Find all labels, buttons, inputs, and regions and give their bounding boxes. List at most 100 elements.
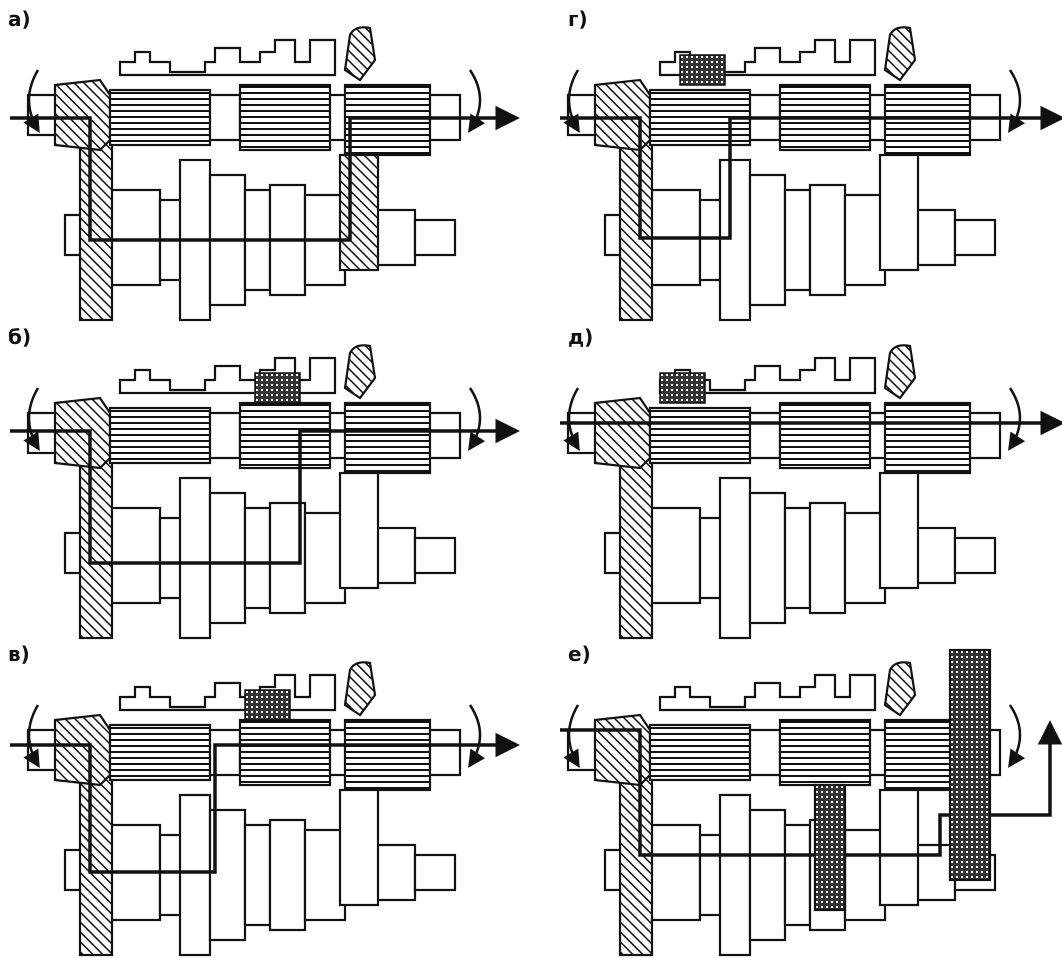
panel-b: б) <box>8 325 520 640</box>
countershaft-end-right <box>413 536 457 575</box>
rotation-arrow-left <box>563 69 580 134</box>
power-flow-path <box>10 732 520 874</box>
input-gear <box>618 456 654 640</box>
panel-label: а) <box>8 7 31 31</box>
output-shaft-end <box>428 728 462 777</box>
mainshaft-section-1 <box>108 723 212 782</box>
mainshaft-section-3 <box>343 401 432 475</box>
rotation-arrow-right <box>1008 704 1026 768</box>
shift-fork <box>343 26 377 82</box>
countershaft-gear-3 <box>748 491 787 625</box>
input-bearing <box>593 396 652 470</box>
housing-top-outline <box>658 38 877 77</box>
rotation-arrow-left <box>23 69 40 134</box>
mainshaft-section-3 <box>343 718 432 792</box>
mainshaft-section-2 <box>778 401 872 470</box>
reverse-gear-large <box>948 648 992 882</box>
countershaft-gear-1 <box>103 506 162 605</box>
countershaft-gear-1 <box>643 823 702 922</box>
shift-fork <box>883 661 917 717</box>
power-flow-path <box>560 720 1062 857</box>
mainshaft-section-1 <box>648 406 752 465</box>
input-gear <box>78 138 114 322</box>
output-gear <box>338 153 380 272</box>
input-gear <box>78 773 114 957</box>
input-bearing <box>53 713 112 787</box>
housing-top-outline <box>658 356 877 395</box>
output-gear <box>338 471 380 590</box>
rotation-arrow-left <box>23 387 40 452</box>
input-gear <box>618 138 654 322</box>
reverse-idler-gear <box>813 783 847 912</box>
synchronizer-teeth <box>244 689 291 721</box>
panel-c: в) <box>8 642 520 957</box>
countershaft-end-right <box>953 218 997 257</box>
countershaft-gear-4 <box>783 188 812 292</box>
mainshaft-section-1 <box>648 723 752 782</box>
power-flow-path <box>560 105 1062 240</box>
synchro-ring-1 <box>748 728 782 777</box>
power-flow-path <box>10 105 520 242</box>
synchro-ring-1 <box>208 93 242 142</box>
panel-label: г) <box>568 7 588 31</box>
countershaft-gear-1 <box>103 188 162 287</box>
shift-fork <box>883 26 917 82</box>
synchronizer-teeth <box>254 372 301 404</box>
panel-label: в) <box>8 642 30 666</box>
mainshaft-section-3 <box>883 83 972 157</box>
mainshaft-section-2 <box>778 718 872 787</box>
countershaft-gear-2 <box>718 476 752 640</box>
panel-label: е) <box>568 642 591 666</box>
panel-label: б) <box>8 325 31 349</box>
rotation-arrow-left <box>563 387 580 452</box>
input-gear <box>618 773 654 957</box>
synchro-ring-1 <box>208 411 242 460</box>
housing-top-outline <box>118 38 337 77</box>
housing-top-outline <box>118 356 337 395</box>
panel-f: е) <box>560 642 1062 957</box>
countershaft-gear-4 <box>783 506 812 610</box>
rotation-arrow-left <box>23 704 40 769</box>
countershaft-gear-5 <box>808 501 847 615</box>
mainshaft-section-3 <box>883 401 972 475</box>
synchro-ring-1 <box>748 411 782 460</box>
output-gear <box>338 788 380 907</box>
rotation-arrow-right <box>468 387 486 451</box>
panel-a: а) <box>8 7 520 322</box>
power-flow-path <box>10 418 520 565</box>
panel-e: д) <box>560 325 1062 640</box>
countershaft-gear-2 <box>718 793 752 957</box>
panel-label: д) <box>568 325 593 349</box>
rotation-arrow-right <box>468 704 486 768</box>
mainshaft-section-3 <box>343 83 432 157</box>
countershaft-end-right <box>953 536 997 575</box>
output-gear <box>878 153 920 272</box>
countershaft-gear-2 <box>718 158 752 322</box>
countershaft-gear-3 <box>748 173 787 307</box>
input-bearing <box>53 396 112 470</box>
countershaft-end-right <box>413 853 457 892</box>
countershaft-gear-1 <box>643 506 702 605</box>
shift-fork <box>343 344 377 400</box>
rotation-arrow-left <box>563 704 580 769</box>
countershaft-end-right <box>413 218 457 257</box>
panel-d: г) <box>560 7 1062 322</box>
countershaft-gear-4 <box>783 823 812 927</box>
mainshaft-section-2 <box>238 401 332 470</box>
synchronizer-teeth <box>679 54 726 86</box>
countershaft-gear-5 <box>268 818 307 932</box>
countershaft-gear-4 <box>243 506 272 610</box>
countershaft-gear-3 <box>208 808 247 942</box>
shift-fork <box>883 344 917 400</box>
rotation-arrow-right <box>1008 387 1026 451</box>
countershaft-gear-4 <box>243 823 272 927</box>
synchronizer-teeth <box>659 372 706 404</box>
countershaft-gear-6 <box>303 828 347 922</box>
output-shaft-end <box>428 411 462 460</box>
output-shaft-end <box>968 411 1002 460</box>
output-gear <box>878 788 920 907</box>
countershaft-gear-2 <box>178 793 212 957</box>
input-bearing <box>53 78 112 152</box>
countershaft-gear-5 <box>808 183 847 297</box>
